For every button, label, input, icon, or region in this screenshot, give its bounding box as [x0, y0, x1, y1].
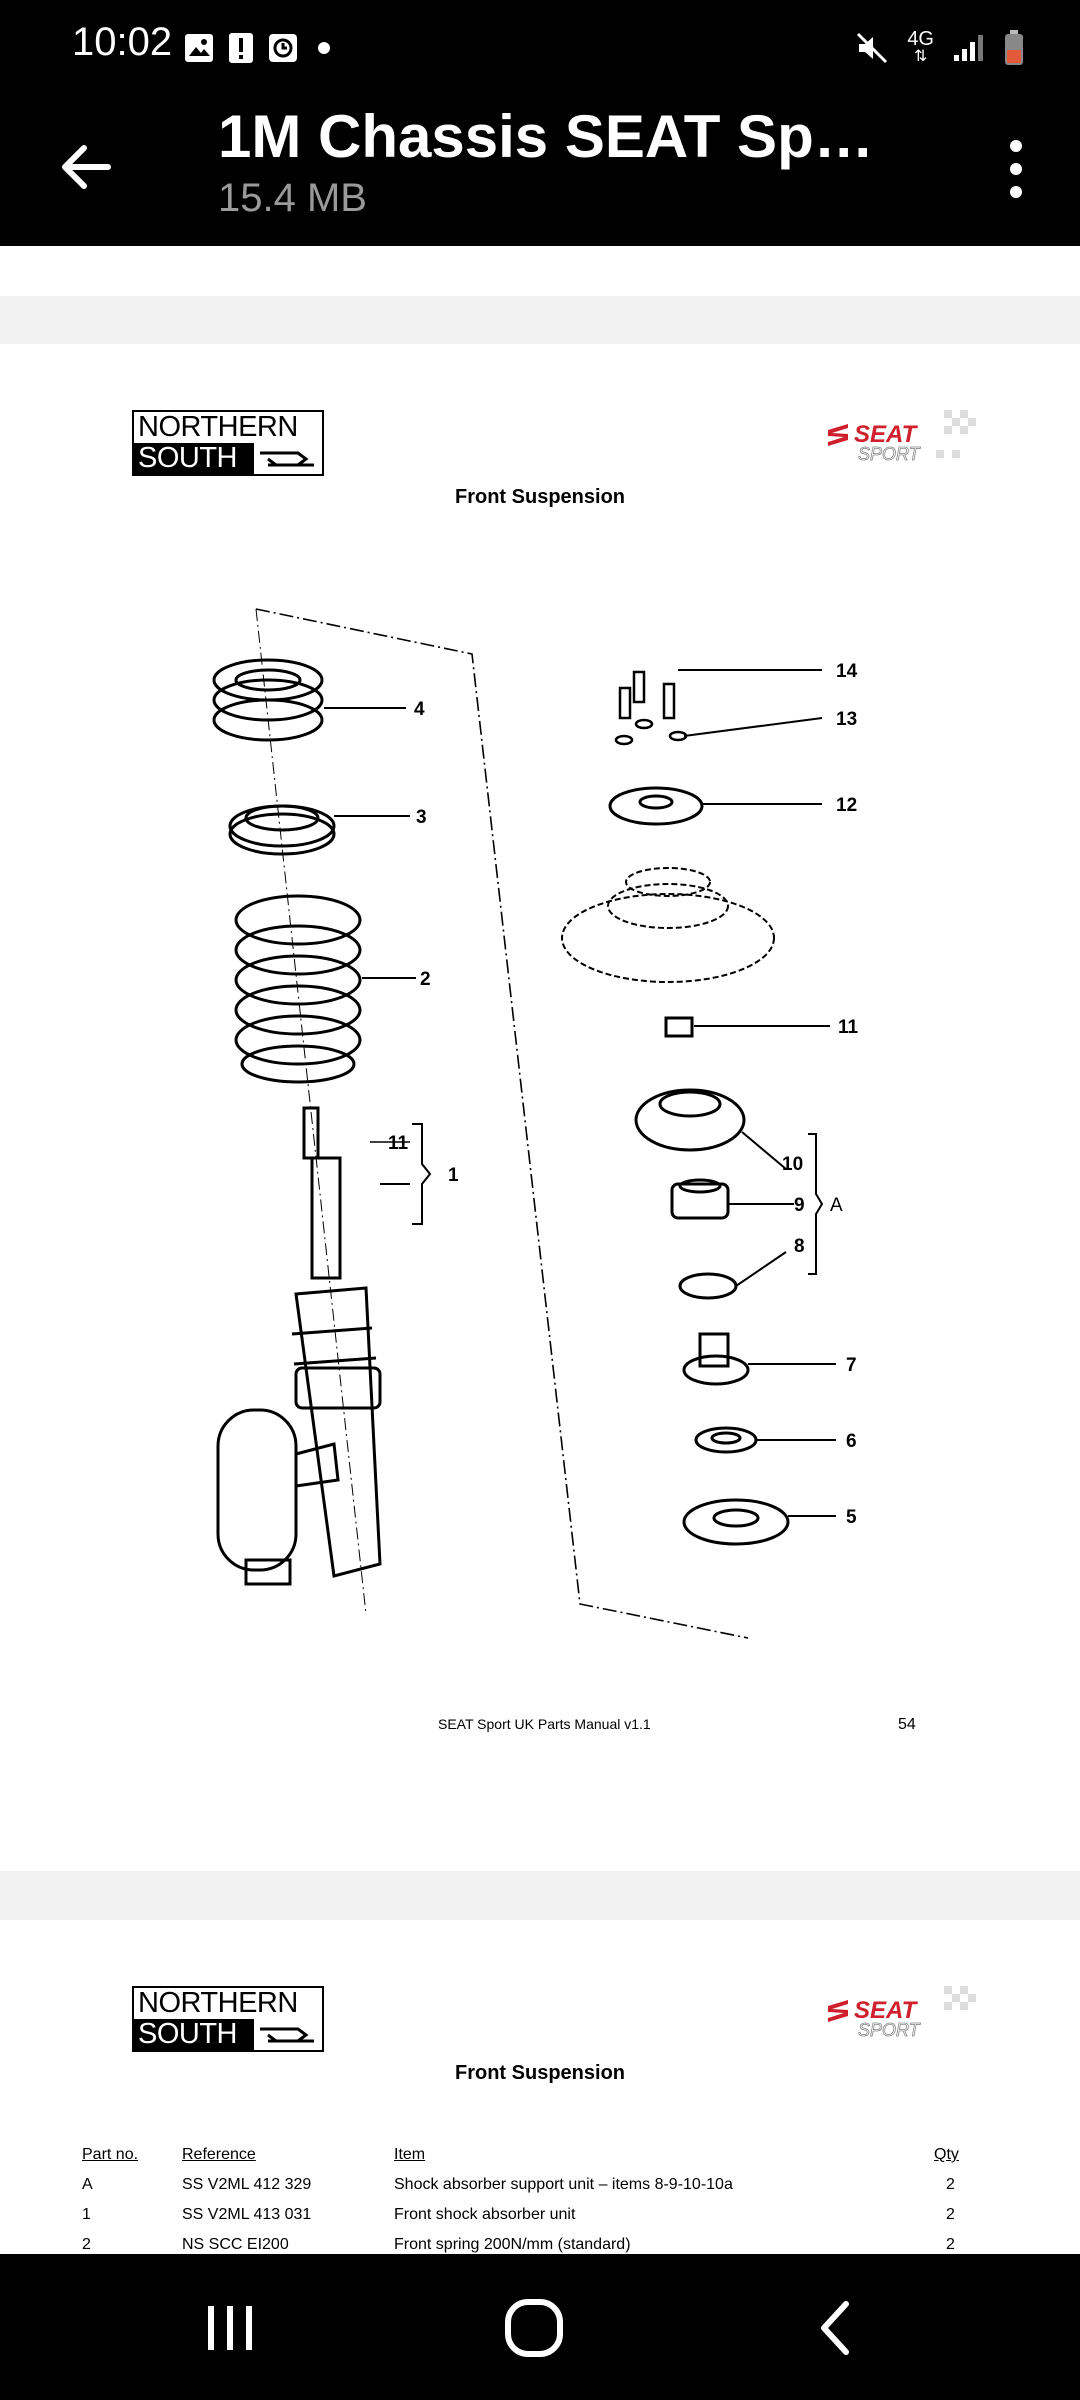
- home-icon[interactable]: [494, 2296, 574, 2360]
- part-5-lower-plate: [682, 1498, 790, 1546]
- northern-south-logo: NORTHERN SOUTH: [132, 410, 324, 476]
- cell-reference: SS V2ML 412 329: [182, 2176, 312, 2193]
- cell-qty: 2: [946, 2206, 955, 2223]
- alert-icon: [229, 33, 253, 63]
- part-9-bearing: [670, 1178, 730, 1220]
- callout-5: 5: [846, 1507, 857, 1528]
- battery-icon: [1005, 30, 1023, 65]
- callout-6: 6: [846, 1431, 857, 1452]
- assembly-frame: [255, 608, 749, 1639]
- part-12-top-plate: [608, 786, 704, 826]
- cell-reference: NS SCC EI200: [182, 2236, 289, 2253]
- callout-A: A: [830, 1195, 843, 1216]
- mute-icon: [857, 32, 888, 64]
- sport-wordmark: SPORT: [858, 444, 922, 464]
- system-icons: 4G ⇅: [855, 26, 1024, 70]
- col-part-no: Part no.: [82, 2146, 139, 2163]
- seat-wordmark: SEAT: [854, 421, 919, 448]
- page-heading: Front Suspension: [455, 486, 625, 508]
- arrows-logo-icon: [260, 2027, 314, 2042]
- callout-10: 10: [782, 1154, 803, 1175]
- cell-item: Front shock absorber unit: [394, 2206, 576, 2223]
- front-suspension-diagram: 14 13 12 11 10 9 8 7 6 5 4 3 2 1 11 A: [212, 608, 859, 1639]
- col-reference: Reference: [182, 2146, 256, 2163]
- callout-4: 4: [414, 699, 425, 720]
- signal-icon: [954, 35, 983, 61]
- cell-item: Front spring 200N/mm (standard): [394, 2236, 631, 2253]
- file-size: 15.4 MB: [218, 176, 367, 220]
- col-item: Item: [394, 2146, 426, 2163]
- callout-11: 11: [838, 1017, 859, 1038]
- image-icon: [185, 34, 213, 62]
- sport-wordmark: SPORT: [858, 2020, 922, 2040]
- parts-table: Part no. Reference Item Qty A SS V2ML 41…: [82, 2140, 994, 2260]
- cell-reference: SS V2ML 413 031: [182, 2206, 312, 2223]
- col-qty: Qty: [934, 2146, 959, 2163]
- part-7-seat: [682, 1332, 750, 1386]
- table-row: A SS V2ML 412 329 Shock absorber support…: [82, 2170, 994, 2200]
- cell-qty: 2: [946, 2176, 955, 2193]
- northern-south-logo: NORTHERN SOUTH: [132, 1986, 324, 2052]
- callout-2: 2: [420, 969, 431, 990]
- callout-1: 1: [448, 1165, 459, 1186]
- table-row: 2 NS SCC EI200 Front spring 200N/mm (sta…: [82, 2230, 994, 2260]
- status-time: 10:02: [72, 20, 173, 64]
- table-row: 1 SS V2ML 413 031 Front shock absorber u…: [82, 2200, 994, 2230]
- notification-icons: [184, 26, 336, 70]
- page-heading: Front Suspension: [455, 2062, 625, 2084]
- callout-8: 8: [794, 1236, 805, 1257]
- status-bar: 10:02 4G ⇅: [0, 0, 1080, 92]
- callout-13: 13: [836, 709, 857, 730]
- part-13-washers: [614, 718, 688, 746]
- pdf-page-54[interactable]: NORTHERN SOUTH SEAT SPORT Front Suspensi…: [0, 344, 1080, 1871]
- cell-part-no: A: [82, 2176, 93, 2193]
- part-2-coil-spring: [234, 894, 362, 1084]
- seat-sport-logo: SEAT SPORT: [828, 1986, 976, 2040]
- part-6-washer: [694, 1426, 758, 1454]
- part-11-nut: [664, 1016, 694, 1038]
- seat-sport-logo: SEAT SPORT: [828, 410, 976, 464]
- part-1-shock-absorber: [216, 1106, 382, 1586]
- document-title: 1M Chassis SEAT Sport…: [218, 103, 908, 170]
- cell-item: Shock absorber support unit – items 8-9-…: [394, 2176, 733, 2193]
- arrow-left-icon[interactable]: [50, 132, 120, 202]
- strut-tower-dome: [561, 867, 775, 983]
- cell-part-no: 2: [82, 2236, 91, 2253]
- seat-wordmark: SEAT: [854, 1997, 919, 2024]
- part-10-upper-mount: [634, 1088, 746, 1152]
- callout-14: 14: [836, 661, 858, 682]
- clock-icon: [269, 34, 297, 62]
- callout-7: 7: [846, 1355, 857, 1376]
- callout-11-shock: 11: [388, 1133, 409, 1154]
- page-footer: SEAT Sport UK Parts Manual v1.1: [438, 1716, 651, 1732]
- part-14-bolts: [618, 670, 676, 720]
- page-number: 54: [898, 1716, 916, 1733]
- recent-apps-icon[interactable]: [190, 2296, 270, 2360]
- previous-page-bottom: [0, 246, 1080, 296]
- cell-part-no: 1: [82, 2206, 91, 2223]
- callout-3: 3: [416, 807, 427, 828]
- arrows-logo-icon: [260, 451, 314, 466]
- network-type: 4G ⇅: [907, 28, 934, 65]
- pdf-page-55[interactable]: NORTHERN SOUTH SEAT SPORT Front Suspensi…: [0, 1920, 1080, 2260]
- app-bar: 1M Chassis SEAT Sport… 15.4 MB: [0, 92, 1080, 246]
- part-8-ring: [678, 1272, 738, 1300]
- navigation-bar: [0, 2254, 1080, 2400]
- more-vert-icon[interactable]: [996, 134, 1036, 204]
- part-3-spring-seat: [228, 804, 336, 856]
- dot-icon: [318, 42, 330, 54]
- back-icon[interactable]: [798, 2296, 878, 2360]
- cell-qty: 2: [946, 2236, 955, 2253]
- callout-12: 12: [836, 795, 857, 816]
- callout-9: 9: [794, 1195, 805, 1216]
- table-header-row: Part no. Reference Item Qty: [82, 2140, 994, 2170]
- part-4-bump-stop: [212, 658, 324, 742]
